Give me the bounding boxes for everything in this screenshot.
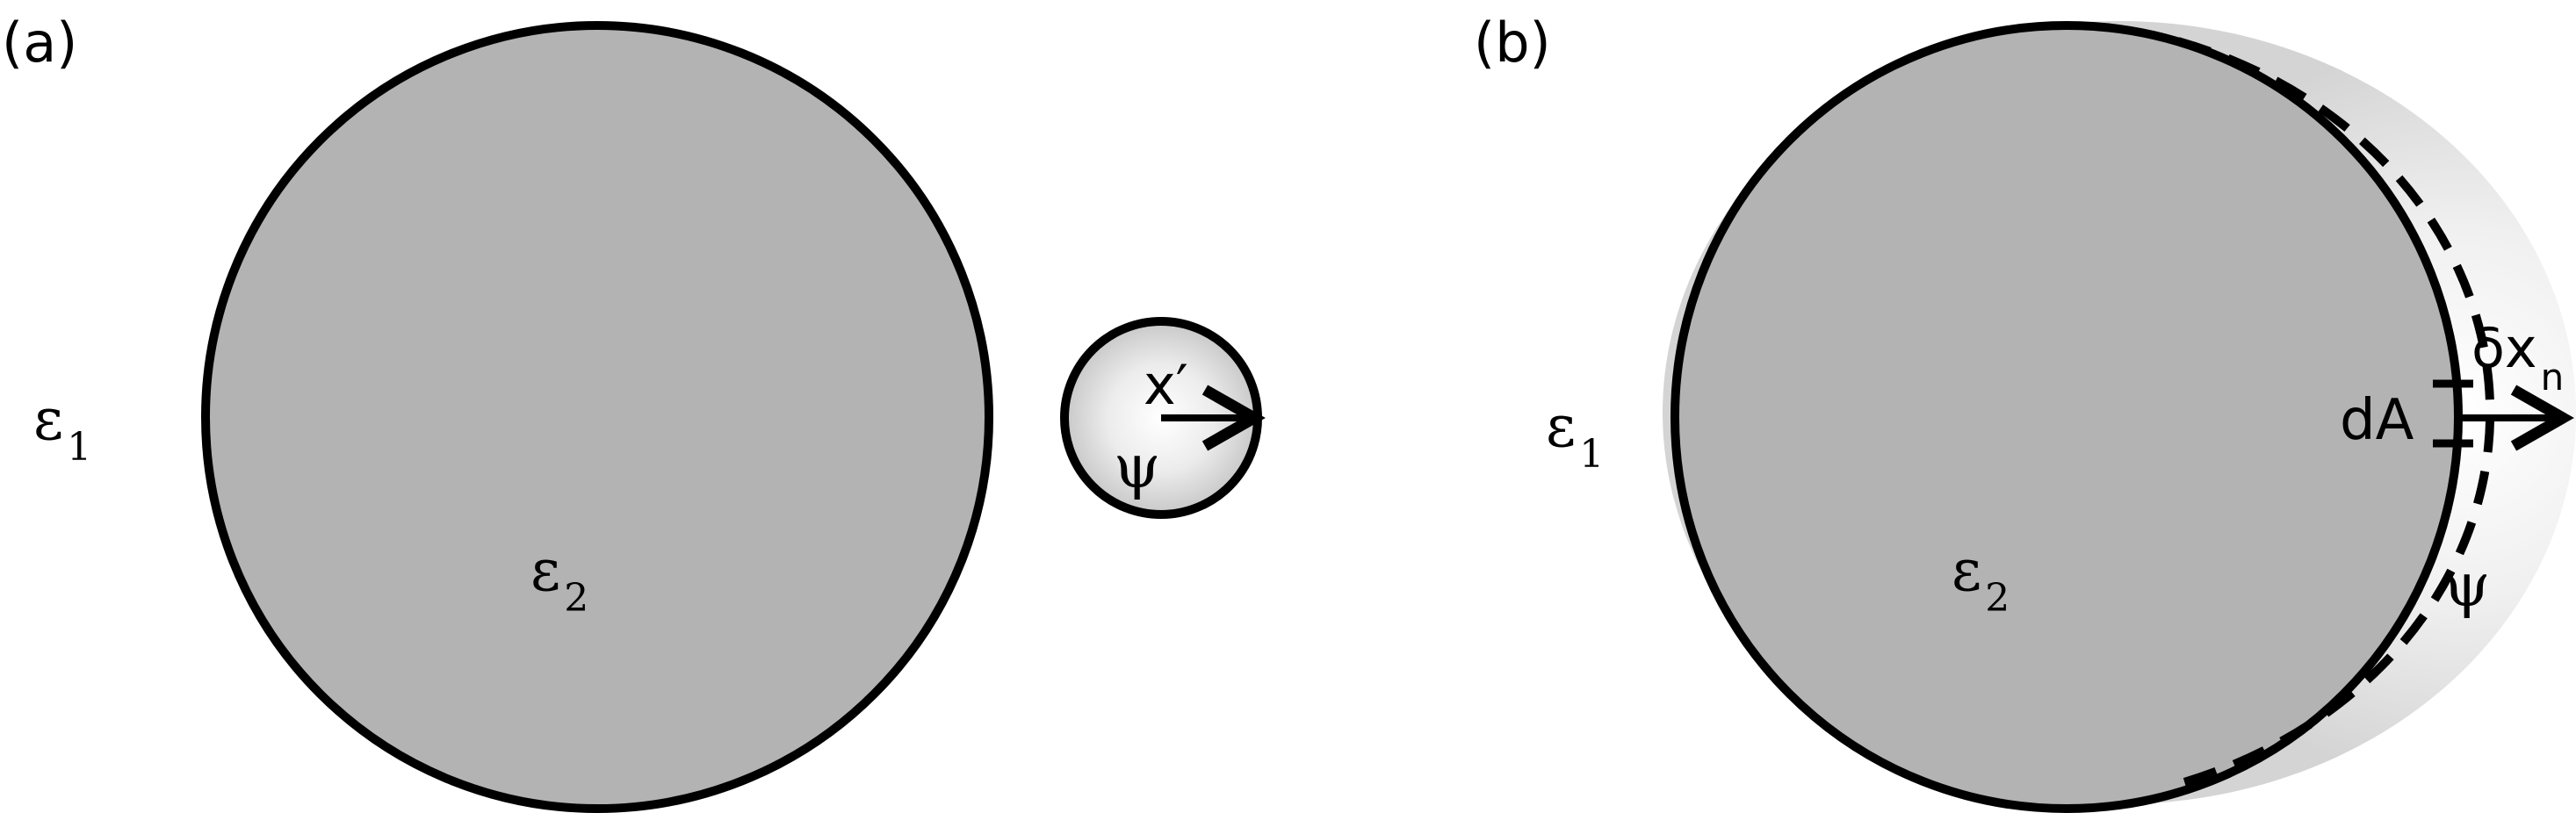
displacement-label: δxn — [2471, 316, 2564, 399]
epsilon-symbol: ε — [530, 536, 560, 604]
displaced-boundary — [2176, 37, 2495, 788]
displacement-symbol: δx — [2471, 316, 2537, 380]
field-label: ψ — [2443, 551, 2490, 621]
epsilon-symbol: ε — [1546, 392, 1576, 460]
outer-medium-label-a: ε1 — [33, 385, 91, 470]
source-field-label: ψ — [1114, 433, 1160, 502]
area-element-label: dA — [2340, 388, 2414, 453]
svg-text:δxn: δxn — [2471, 316, 2564, 399]
inner-medium-label-b: ε2 — [1952, 536, 2010, 621]
epsilon-subscript: 1 — [1579, 432, 1604, 477]
dielectric-sphere-a — [201, 21, 993, 813]
epsilon-symbol: ε — [33, 385, 63, 453]
panel-b-label: (b) — [1474, 11, 1551, 75]
svg-text:ε1: ε1 — [1546, 392, 1604, 477]
panel-a-label: (a) — [2, 11, 77, 75]
panel-a: (a) ε1 ε2 x′ ψ — [2, 11, 1266, 813]
svg-text:ε1: ε1 — [33, 385, 91, 470]
point-source: x′ ψ — [1060, 317, 1266, 519]
epsilon-subscript: 1 — [67, 425, 91, 470]
epsilon-subscript: 2 — [564, 576, 588, 621]
svg-text:ε2: ε2 — [1952, 536, 2010, 621]
inner-medium-label-a: ε2 — [530, 536, 588, 621]
epsilon-symbol: ε — [1952, 536, 1981, 604]
epsilon-subscript: 2 — [1985, 576, 2010, 621]
outer-medium-label-b: ε1 — [1546, 392, 1604, 477]
svg-text:ε2: ε2 — [530, 536, 588, 621]
panel-b: (b) ε1 ε2 dA δxn ψ — [1474, 11, 2576, 813]
source-position-label: x′ — [1144, 353, 1188, 417]
displacement-subscript: n — [2541, 356, 2565, 399]
